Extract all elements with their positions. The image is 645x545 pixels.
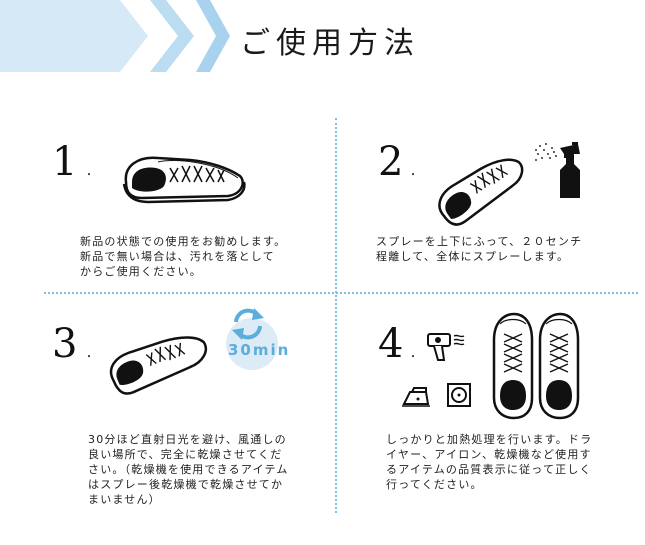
step-2-description: スプレーを上下にふって、２０センチ 程離して、全体にスプレーします。	[376, 235, 583, 263]
step-4-dot: ・	[408, 352, 418, 363]
timer-badge	[226, 318, 278, 370]
step-3-number: 3	[52, 321, 78, 367]
timer-label: 30min	[228, 341, 291, 359]
step-4-description: しっかりと加熱処理を行います。ドラ イヤー、アイロン、乾燥機など使用す るアイテ…	[386, 433, 593, 491]
step-3-description: 30分ほど直射日光を避け、風通しの 良い場所で、完全に乾燥させてくだ さい。（乾…	[88, 433, 289, 506]
step-2-dot: ・	[408, 170, 418, 181]
step-1-description: 新品の状態での使用をお勧めします。 新品で無い場合は、汚れを落として からご使用…	[80, 235, 287, 278]
refresh-arrows-icon	[232, 308, 264, 340]
step-1-number: 1	[52, 139, 78, 185]
page-title: ご使用方法	[240, 26, 420, 61]
step-2-number: 2	[378, 139, 404, 185]
dryer-machine-icon	[447, 383, 471, 407]
hair-dryer-icon	[427, 333, 465, 361]
vertical-divider	[335, 118, 337, 513]
step-1-dot: ・	[84, 170, 94, 181]
sneaker-icon	[438, 158, 524, 226]
horizontal-divider	[44, 292, 638, 294]
sneaker-icon	[122, 156, 246, 204]
iron-icon	[402, 387, 430, 407]
spray-bottle-icon	[535, 142, 580, 198]
chevron-arrows-icon	[0, 0, 230, 72]
sneaker-icon	[109, 336, 208, 395]
step-3-dot: ・	[84, 352, 94, 363]
step-4-number: 4	[378, 321, 404, 367]
sneakers-pair-icon	[492, 312, 580, 420]
